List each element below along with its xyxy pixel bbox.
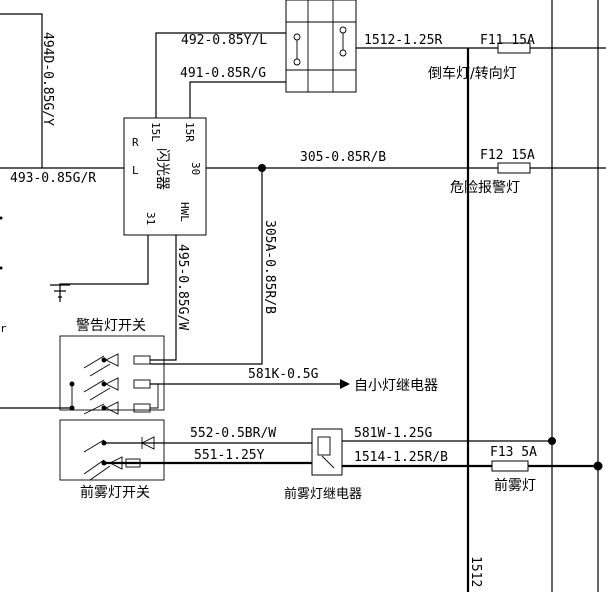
right-vertical-buses: 1512 <box>466 0 599 592</box>
wire-1514: 1514-1.25R/B 前雾灯 <box>342 450 603 494</box>
wire-305: 305-0.85R/B F12 15A 危险报警灯 <box>206 148 606 196</box>
wire-491: 491-0.85R/G <box>180 66 286 118</box>
wire-label-1512-bottom: 1512 <box>468 556 483 587</box>
flasher-name: 闪光器 <box>154 148 170 190</box>
wire-label-581w: 581W-1.25G <box>354 426 432 441</box>
wire-493: 493-0.85G/R <box>0 167 124 186</box>
wire-552: 552-0.5BR/W <box>104 426 312 444</box>
warning-switch: 警告灯开关 <box>59 318 165 415</box>
ground-symbol <box>50 235 149 302</box>
fog-relay: 前雾灯继电器 <box>284 428 362 502</box>
flasher-pin-31: 31 <box>144 212 157 225</box>
label-fog-lamp: 前雾灯 <box>494 477 536 494</box>
flasher-pin-15l: 15L <box>149 122 162 142</box>
fuse-label-f13: F13 5A <box>490 445 537 460</box>
flasher-pin-l: L <box>132 164 139 177</box>
svg-text:r: r <box>0 322 7 335</box>
fuse-label-f12: F12 15A <box>480 148 535 163</box>
label-warning-switch: 警告灯开关 <box>76 318 146 334</box>
wire-label-551: 551-1.25Y <box>194 448 265 463</box>
wire-581w: 581W-1.25G F13 5A <box>342 426 556 460</box>
wire-label-1512: 1512-1.25R <box>364 33 442 48</box>
label-fog-relay: 前雾灯继电器 <box>284 486 362 502</box>
wire-494d: 494D-0.85G/Y <box>0 13 55 168</box>
fuse-label-f11: F11 15A <box>480 33 535 48</box>
wire-1512: 1512-1.25R F11 15A 倒车灯/转向灯 <box>356 33 606 82</box>
wire-label-494d: 494D-0.85G/Y <box>40 32 55 126</box>
flasher-unit: 15L 15R R L 闪光器 30 HWL 31 <box>123 117 207 236</box>
fog-switch: 前雾灯开关 <box>59 419 165 501</box>
wire-label-495: 495-0.85G/W <box>175 244 190 330</box>
wire-label-492: 492-0.85Y/L <box>181 33 267 48</box>
fuse-f13 <box>491 460 529 472</box>
flasher-pin-r: R <box>132 136 139 149</box>
wire-305a: 305A-0.85R/B <box>150 168 277 365</box>
label-reverse-turn: 倒车灯/转向灯 <box>428 65 517 82</box>
wire-label-1514: 1514-1.25R/B <box>354 450 448 465</box>
wire-581k: 581K-0.5G 自小灯继电器 <box>150 367 438 394</box>
label-from-relay: 自小灯继电器 <box>354 378 438 394</box>
flasher-pin-hwl: HWL <box>178 202 191 222</box>
wire-label-491: 491-0.85R/G <box>180 66 266 81</box>
label-fog-switch: 前雾灯开关 <box>80 484 150 501</box>
flasher-pin-15r: 15R <box>183 122 196 142</box>
wire-495: 495-0.85G/W <box>150 235 190 361</box>
wire-551: 551-1.25Y <box>104 448 312 465</box>
wire-label-581k: 581K-0.5G <box>248 367 319 382</box>
wire-492: 492-0.85Y/L <box>155 32 286 118</box>
wire-label-305: 305-0.85R/B <box>300 150 386 165</box>
label-hazard: 危险报警灯 <box>450 180 520 196</box>
wire-label-552: 552-0.5BR/W <box>190 426 276 441</box>
top-switch-block <box>285 0 357 93</box>
left-edge-marks: r <box>0 216 7 335</box>
wire-label-305a: 305A-0.85R/B <box>262 220 277 314</box>
fuse-f12 <box>497 162 531 174</box>
wire-label-493: 493-0.85G/R <box>10 171 96 186</box>
flasher-pin-30: 30 <box>189 162 202 175</box>
